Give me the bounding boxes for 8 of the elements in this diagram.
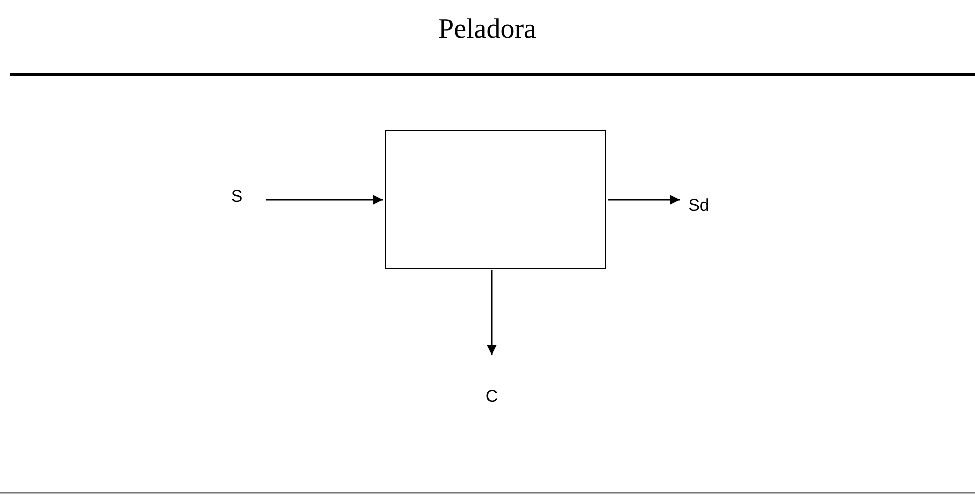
arrow bbox=[608, 195, 680, 205]
arrow bbox=[266, 195, 383, 205]
process-box bbox=[385, 130, 606, 269]
flow-label: Sd bbox=[688, 196, 710, 216]
title: Peladora bbox=[438, 14, 538, 46]
flow-label: S bbox=[231, 187, 243, 207]
flow-label: C bbox=[486, 387, 498, 407]
arrow bbox=[487, 270, 497, 355]
